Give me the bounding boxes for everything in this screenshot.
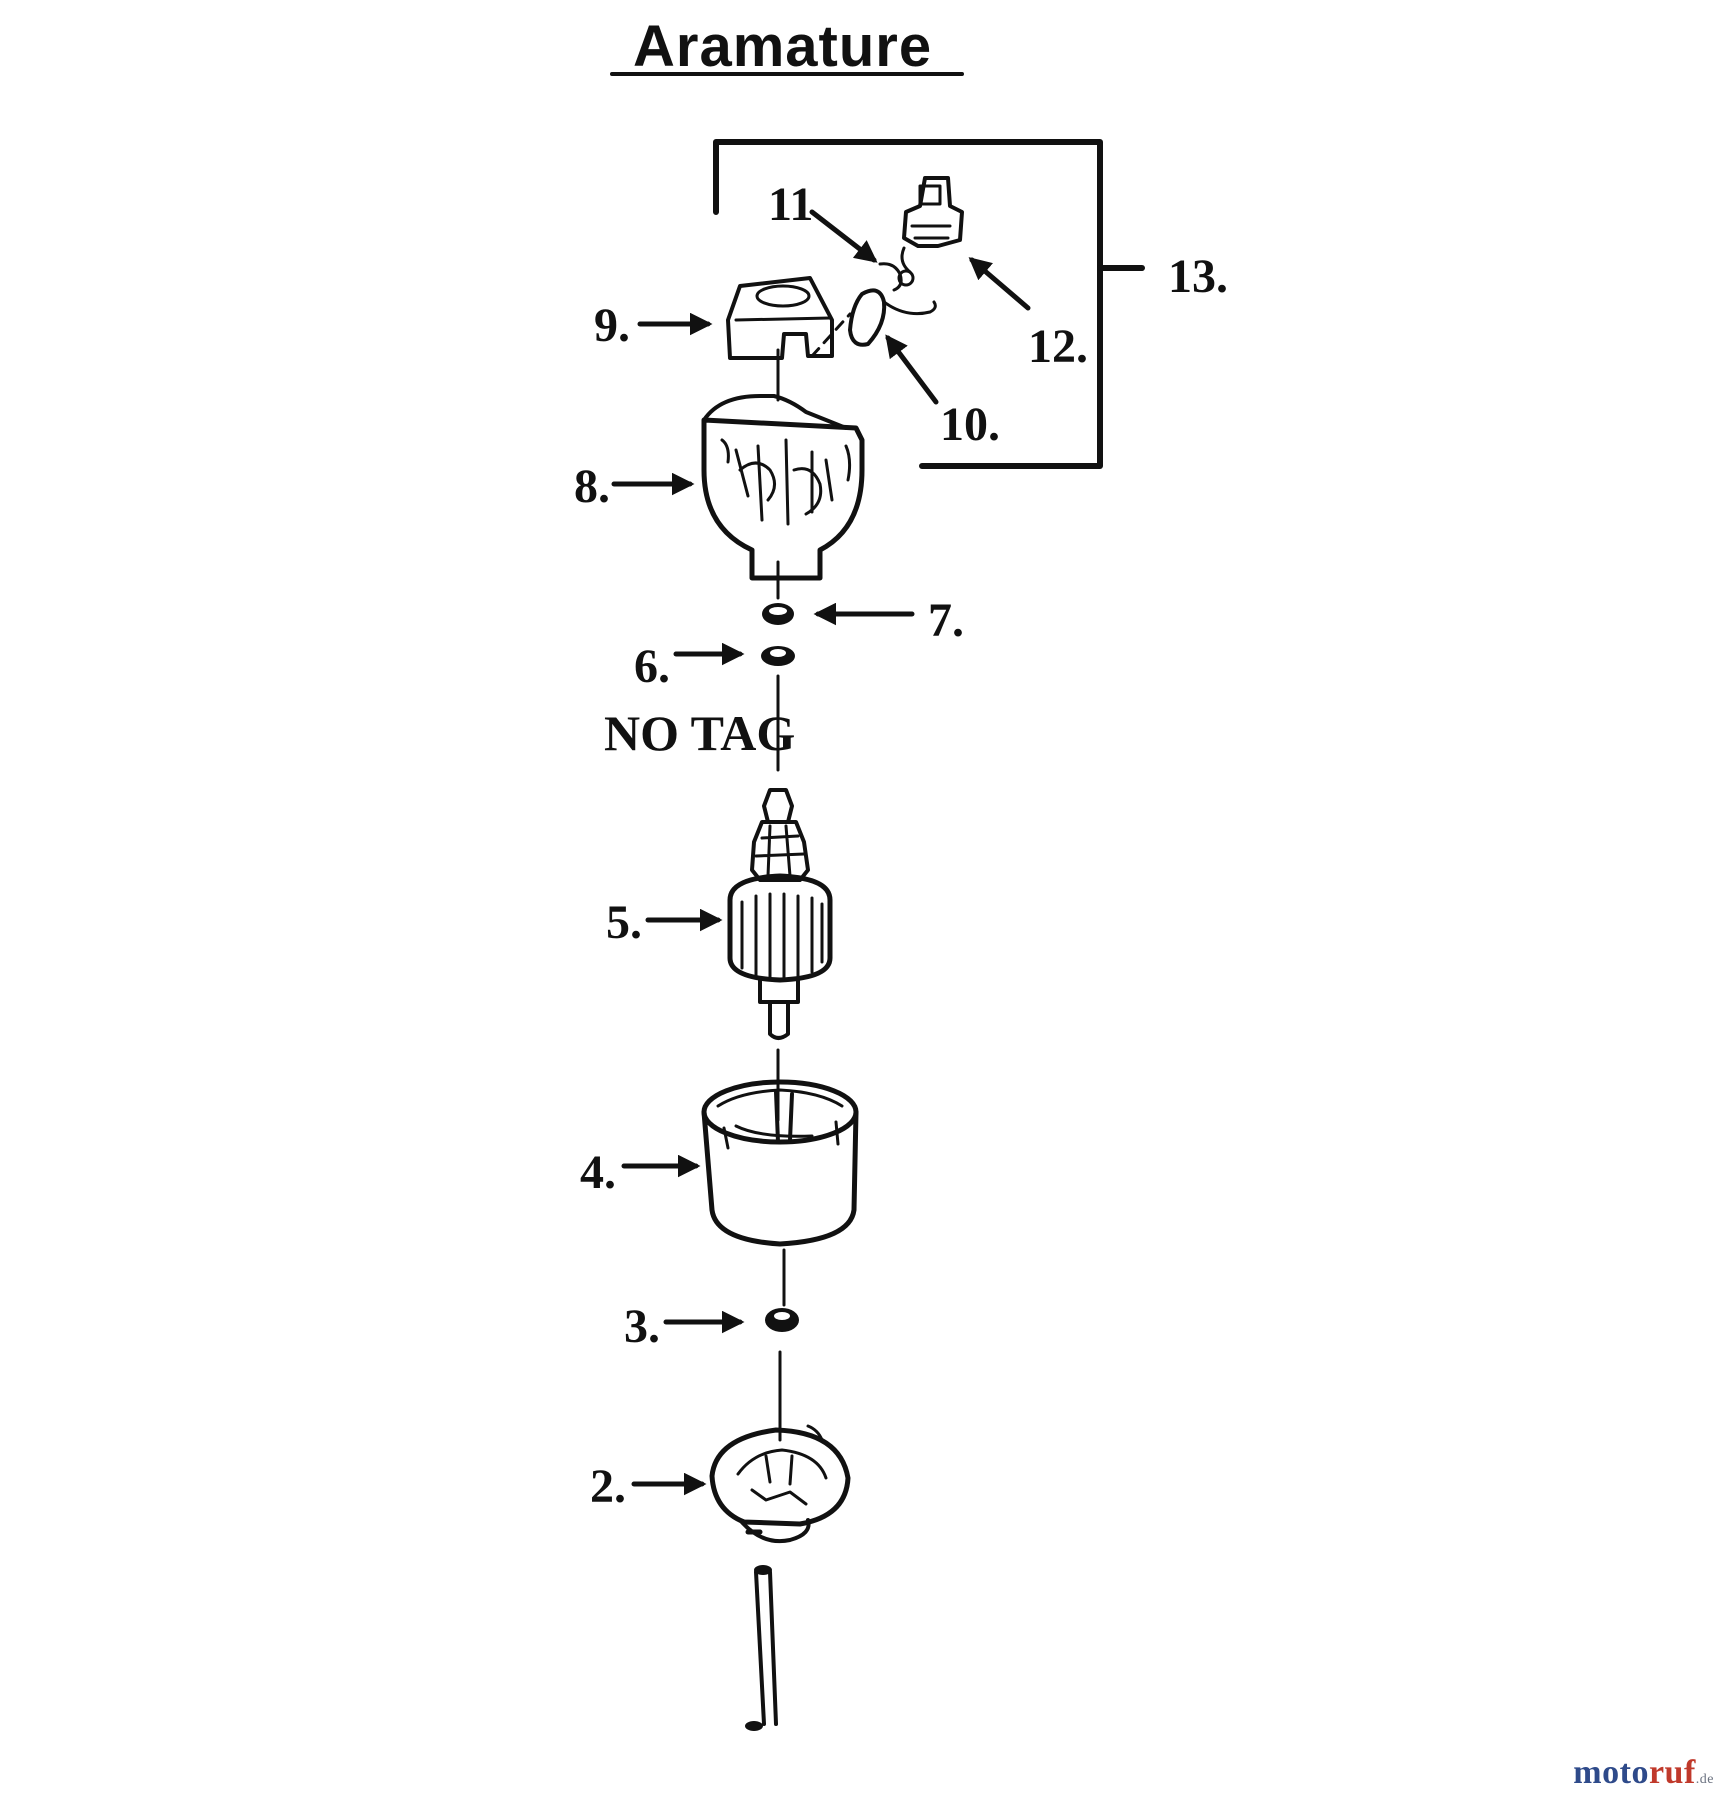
watermark-tld: .de bbox=[1695, 1772, 1714, 1787]
diagram-title: Aramature bbox=[633, 14, 932, 79]
part-11-spring bbox=[878, 262, 915, 292]
motoruf-watermark: motoruf.de bbox=[1573, 1754, 1714, 1792]
part-2-end-plate bbox=[709, 1424, 851, 1543]
watermark-prefix: moto bbox=[1573, 1754, 1649, 1791]
part-8-end-housing bbox=[701, 394, 865, 581]
label-part-3: 3. bbox=[624, 1300, 660, 1353]
part-9-brush-cap bbox=[726, 276, 834, 360]
part-12-terminal bbox=[900, 176, 964, 274]
label-part-10: 10. bbox=[940, 398, 1000, 451]
part-5-armature bbox=[727, 788, 833, 1040]
label-part-4: 4. bbox=[580, 1146, 616, 1199]
label-part-11: 11 bbox=[768, 178, 813, 231]
label-part-13: 13. bbox=[1168, 250, 1228, 303]
part-4-frame bbox=[701, 1079, 859, 1247]
callout-arrows bbox=[611, 209, 1031, 1496]
part-6-washer bbox=[761, 646, 795, 666]
no-tag-note: NO TAG bbox=[604, 705, 795, 761]
watermark-suffix: ruf bbox=[1648, 1754, 1696, 1791]
label-part-8: 8. bbox=[574, 460, 610, 513]
part-7-washer bbox=[762, 603, 794, 625]
part-10-brush bbox=[848, 288, 937, 347]
part-3-washer bbox=[765, 1308, 799, 1332]
assembly-13-bracket bbox=[713, 139, 1145, 469]
label-part-12: 12. bbox=[1028, 320, 1088, 373]
label-part-5: 5. bbox=[606, 896, 642, 949]
through-bolt bbox=[745, 1565, 778, 1731]
label-part-7: 7. bbox=[928, 594, 964, 647]
label-part-6: 6. bbox=[634, 640, 670, 693]
label-part-2: 2. bbox=[590, 1460, 626, 1513]
label-part-9: 9. bbox=[594, 299, 630, 352]
